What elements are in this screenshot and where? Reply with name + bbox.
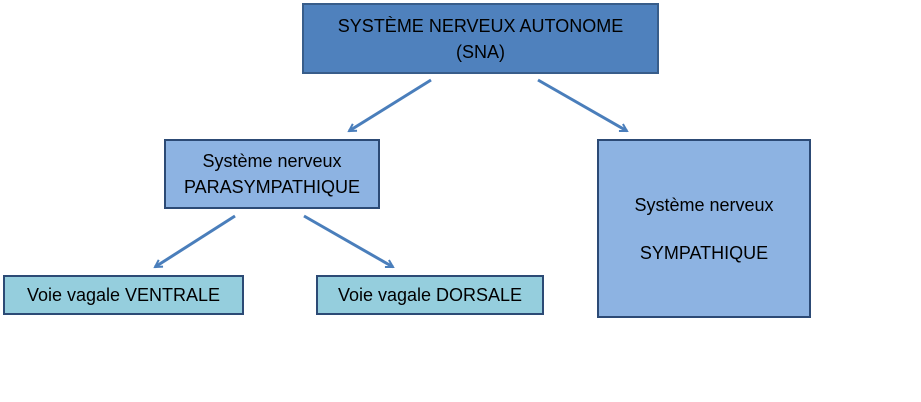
arrow-parasympathique-to-dorsale: [303, 214, 393, 269]
node-systeme-nerveux-autonome: SYSTÈME NERVEUX AUTONOME (SNA): [302, 3, 659, 74]
node-voie-ventrale-label: Voie vagale VENTRALE: [26, 285, 221, 305]
node-parasympathique-line1: Système nerveux: [202, 151, 342, 171]
node-sympathique: Système nerveux SYMPATHIQUE: [597, 139, 811, 318]
node-voie-vagale-dorsale: Voie vagale DORSALE: [316, 275, 544, 315]
node-parasympathique-line2: PARASYMPATHIQUE: [183, 177, 361, 197]
node-voie-dorsale-label: Voie vagale DORSALE: [337, 285, 523, 305]
node-parasympathique: Système nerveux PARASYMPATHIQUE: [164, 139, 380, 209]
node-sna-line1: SYSTÈME NERVEUX AUTONOME: [337, 15, 624, 36]
node-sna-line2: (SNA): [456, 41, 505, 62]
node-sympathique-line1: Système nerveux: [634, 194, 774, 215]
arrow-sna-to-sympathique: [537, 78, 627, 133]
arrow-sna-to-parasympathique: [349, 78, 432, 133]
arrow-parasympathique-to-ventrale: [155, 214, 236, 269]
node-voie-vagale-ventrale: Voie vagale VENTRALE: [3, 275, 244, 315]
node-sympathique-line2: SYMPATHIQUE: [639, 242, 769, 263]
